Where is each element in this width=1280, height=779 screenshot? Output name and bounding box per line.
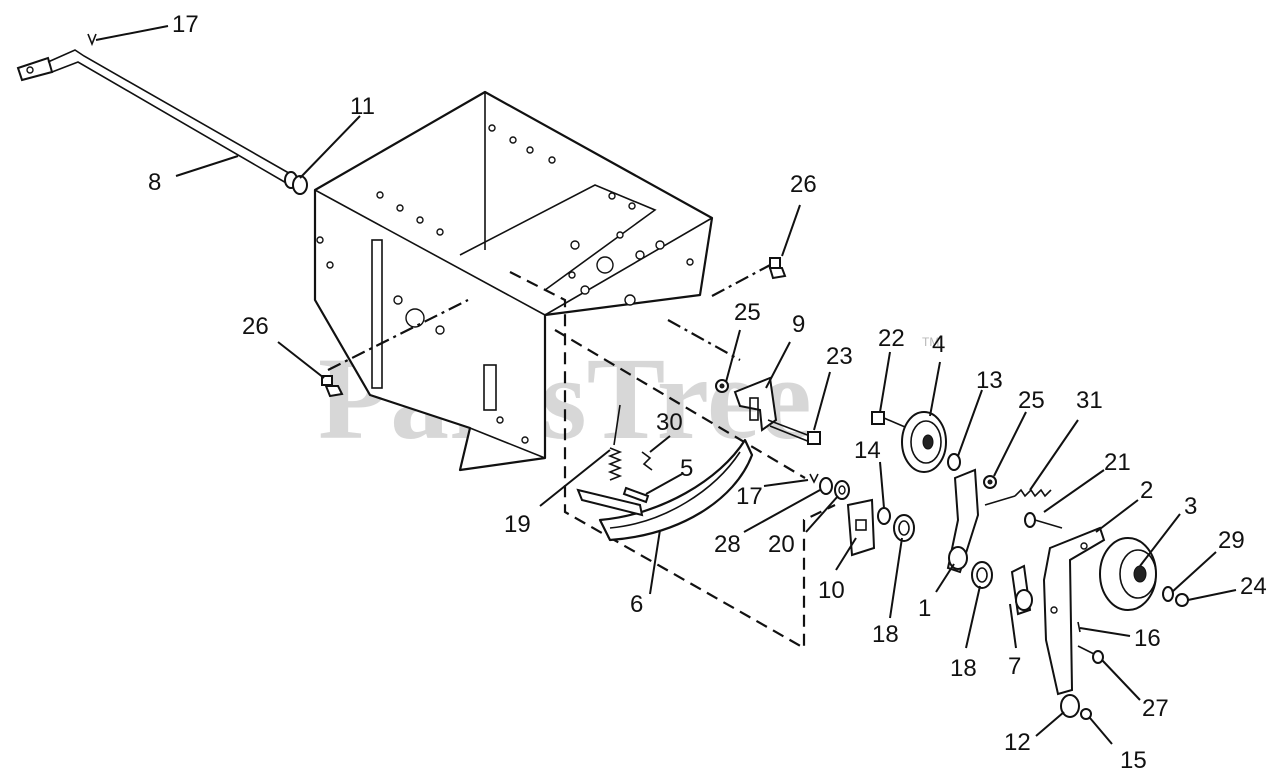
callout-27: 27 <box>1142 695 1169 722</box>
part-20-washer <box>834 480 850 500</box>
callout-labels: 17 11 8 26 26 25 9 23 22 4 13 25 31 21 2… <box>148 11 1267 774</box>
callout-12: 12 <box>1004 729 1031 756</box>
callout-3: 3 <box>1184 493 1197 520</box>
callout-11: 11 <box>350 93 375 120</box>
callout-5: 5 <box>680 455 693 482</box>
callout-18-left: 18 <box>872 621 899 648</box>
callout-24: 24 <box>1240 573 1267 600</box>
part-23-bolt <box>767 419 821 445</box>
part-10-plate <box>846 498 876 557</box>
part-30-clip <box>641 451 653 471</box>
part-31-spring <box>984 488 1052 506</box>
callout-17-top: 17 <box>172 11 199 38</box>
part-14-washer <box>877 507 891 525</box>
part-5-pin <box>622 486 650 504</box>
callout-6: 6 <box>630 591 643 618</box>
callout-8: 8 <box>148 169 161 196</box>
part-7-arm <box>1010 564 1033 616</box>
callout-19: 19 <box>504 511 531 538</box>
callout-22: 22 <box>878 325 905 352</box>
part-13-washer <box>947 453 961 471</box>
part-12-spacer <box>1060 694 1080 718</box>
callout-4: 4 <box>932 331 945 358</box>
part-28-washer <box>819 477 833 495</box>
part-16-pin <box>1077 621 1081 633</box>
part-17-cotter-pin <box>809 473 819 484</box>
callout-2: 2 <box>1140 477 1153 504</box>
watermark-trademark: TM <box>922 335 939 349</box>
part-25-nut-right <box>983 475 997 489</box>
callout-1: 1 <box>918 595 931 622</box>
callout-10: 10 <box>818 577 845 604</box>
part-24-bolt <box>1175 593 1189 607</box>
callout-25-right: 25 <box>1018 387 1045 414</box>
part-9-bracket <box>733 376 778 432</box>
part-4-pulley <box>901 411 947 473</box>
callout-26-right: 26 <box>790 171 817 198</box>
part-11-bushing <box>292 175 308 195</box>
callout-leaders <box>95 25 1237 745</box>
part-27-bolt <box>1077 645 1104 664</box>
part-29-washer <box>1162 586 1174 602</box>
part-19-spring <box>607 404 623 481</box>
callout-13: 13 <box>976 367 1003 394</box>
part-3-pulley <box>1099 537 1157 611</box>
part-21-bolt <box>1024 512 1063 529</box>
callout-15: 15 <box>1120 747 1147 774</box>
callout-7: 7 <box>1008 653 1021 680</box>
part-25-nut-left <box>715 379 729 393</box>
callout-18-right: 18 <box>950 655 977 682</box>
callout-16: 16 <box>1134 625 1161 652</box>
part-26-bolt-left <box>321 375 344 398</box>
callout-26-left: 26 <box>242 313 269 340</box>
callout-30: 30 <box>656 409 683 436</box>
callout-25-left: 25 <box>734 299 761 326</box>
part-17-cotter-pin-top <box>87 33 97 47</box>
callout-9: 9 <box>792 311 805 338</box>
part-1-idler-arm <box>946 468 980 574</box>
alignment-lines <box>327 263 836 650</box>
part-26-bolt-right <box>768 257 787 280</box>
callout-20: 20 <box>768 531 795 558</box>
callout-23: 23 <box>826 343 853 370</box>
callout-31: 31 <box>1076 387 1103 414</box>
frame-holes <box>316 124 694 444</box>
frame-housing <box>313 90 714 472</box>
callout-14: 14 <box>854 437 881 464</box>
part-15-nut <box>1080 708 1092 720</box>
part-18-spring-b <box>971 561 993 589</box>
part-19-lever-arm <box>576 488 644 517</box>
part-2-bracket-plate <box>1042 526 1106 696</box>
callout-21: 21 <box>1104 449 1131 476</box>
part-18-spring-a <box>893 514 915 542</box>
part-8-lever-rod <box>16 49 298 189</box>
callout-29: 29 <box>1218 527 1245 554</box>
callout-17-mid: 17 <box>736 483 763 510</box>
callout-28: 28 <box>714 531 741 558</box>
